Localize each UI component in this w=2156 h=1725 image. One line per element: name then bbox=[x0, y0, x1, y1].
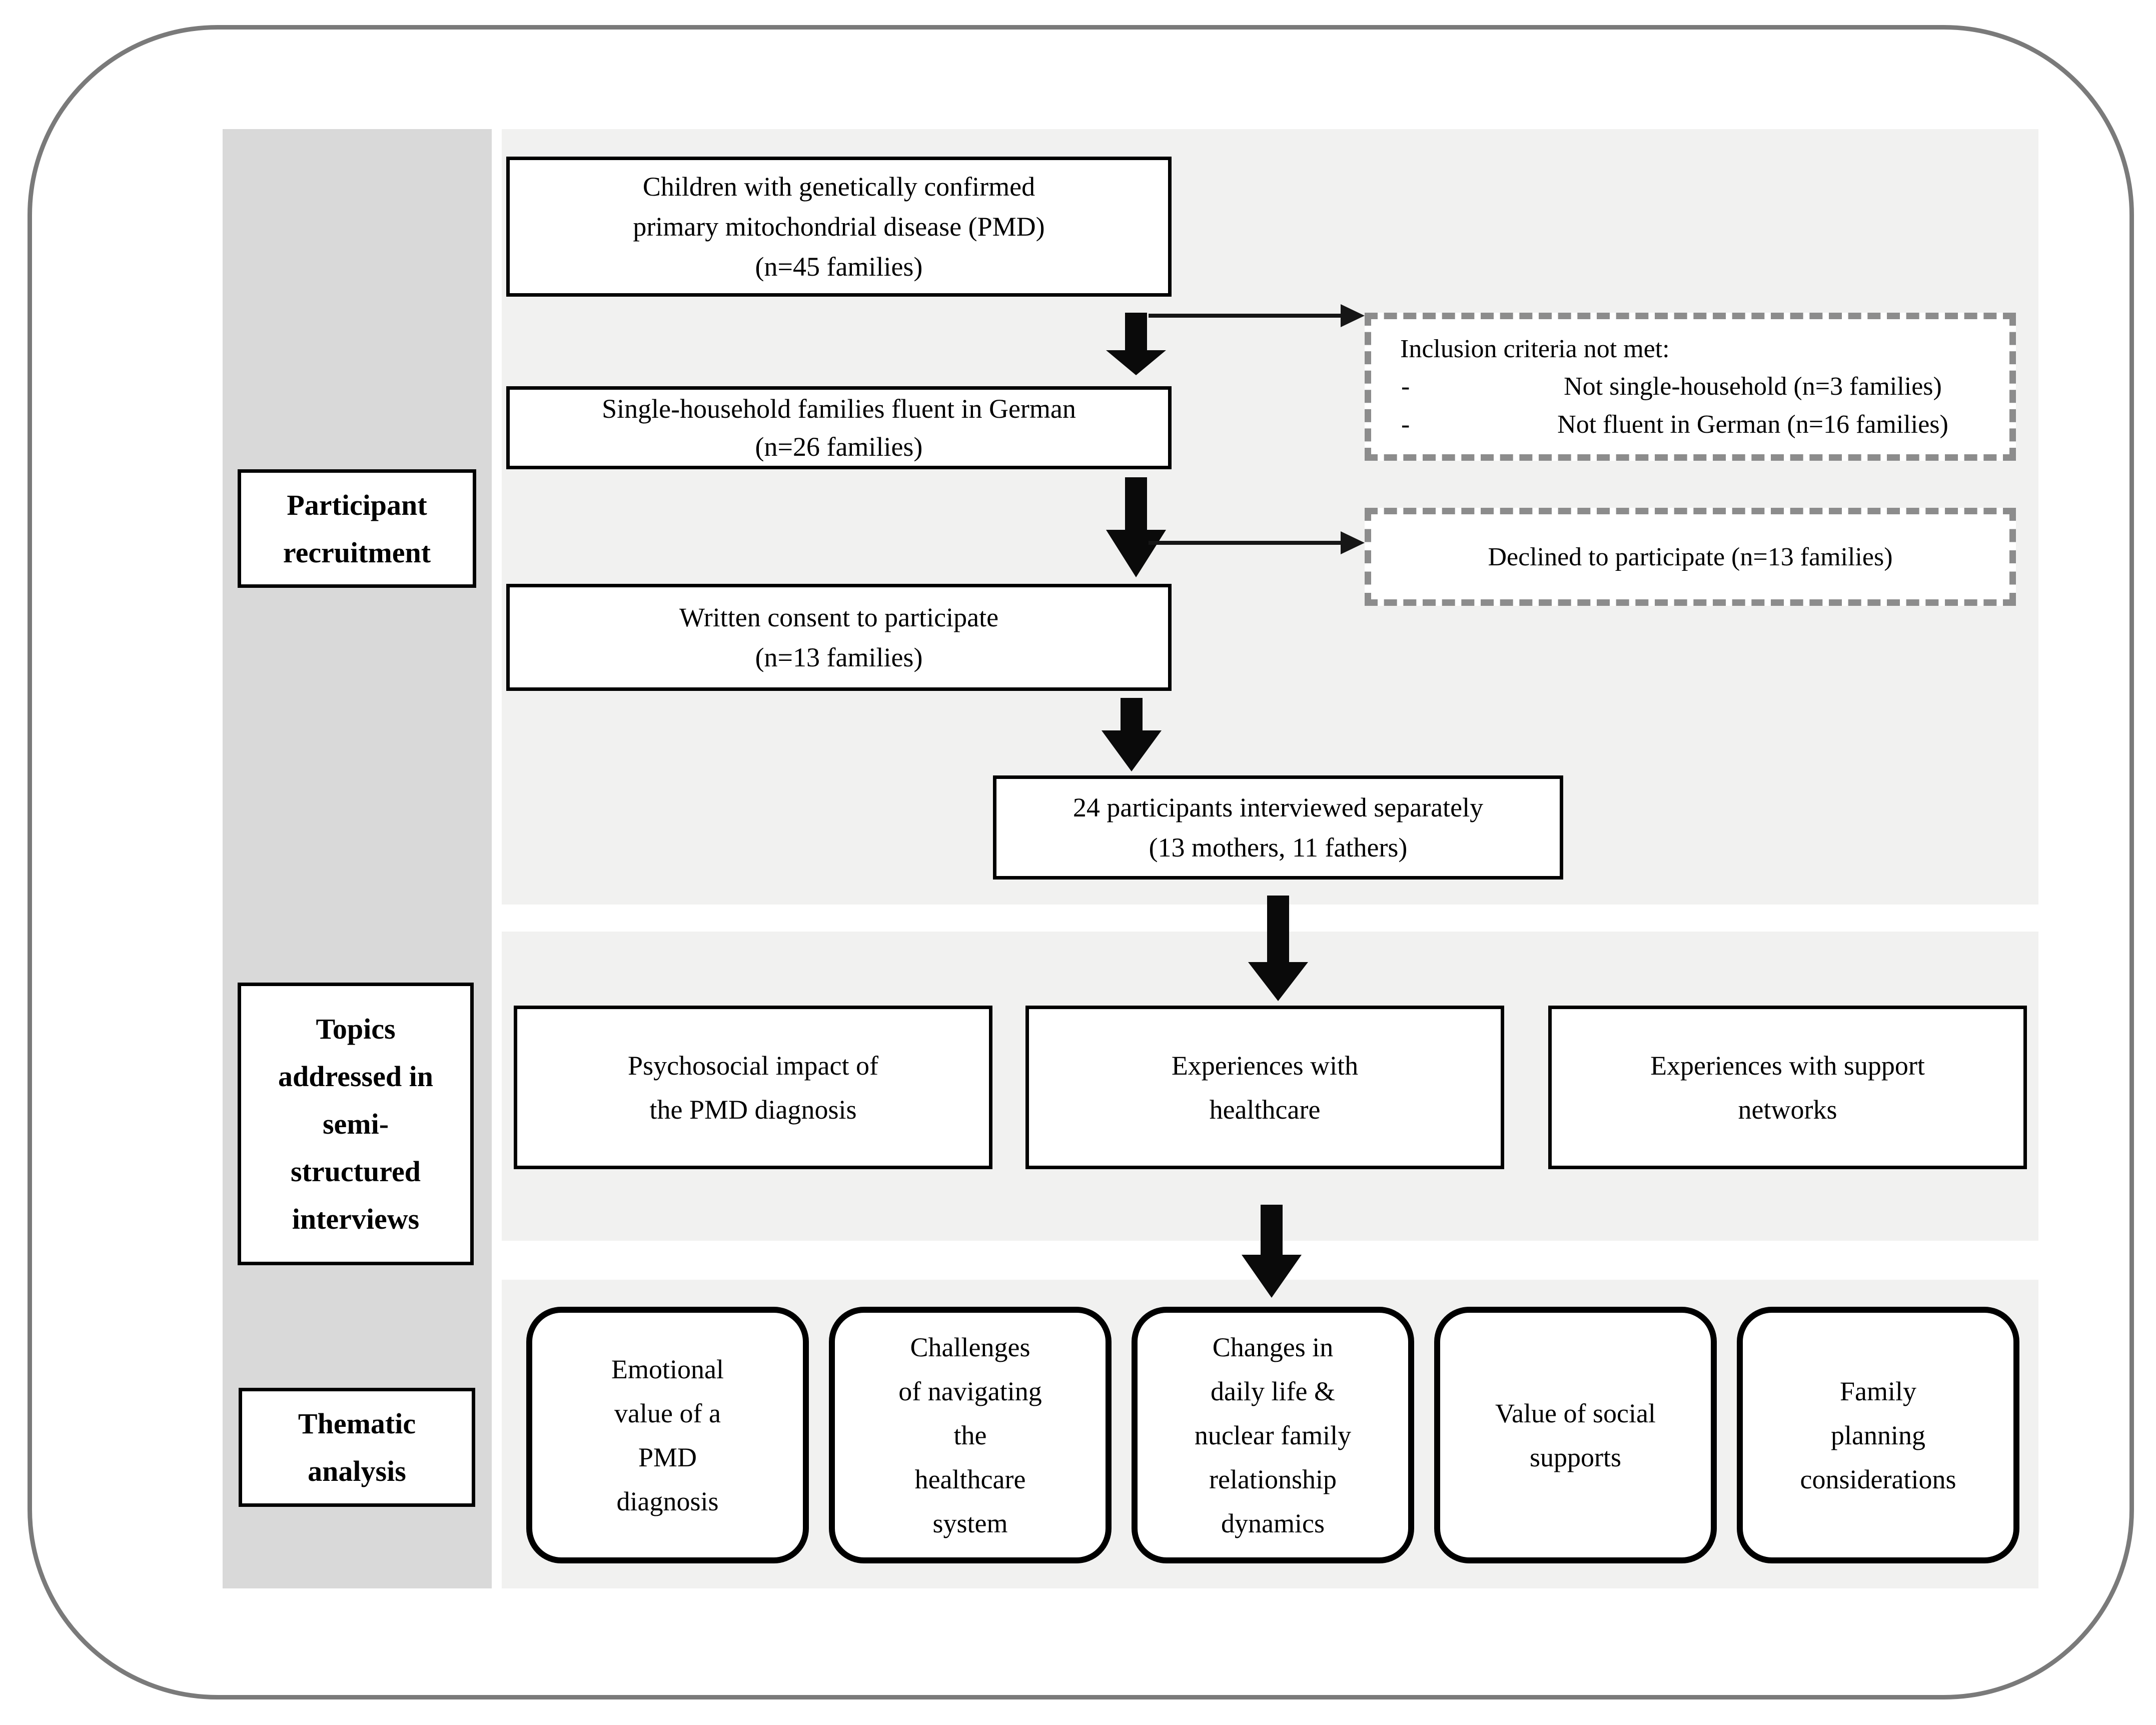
flow-box-written-consent: Written consent to participate (n=13 fam… bbox=[506, 584, 1172, 691]
flow-box-population: Children with genetically confirmed prim… bbox=[506, 157, 1172, 297]
arrow-head-icon bbox=[1242, 1255, 1302, 1298]
outer-rounded-frame bbox=[28, 25, 2134, 1699]
theme-box-text: Emotional value of a PMD diagnosis bbox=[611, 1354, 724, 1516]
exclusion-item-text: Not fluent in German (n=16 families) bbox=[1557, 410, 1948, 439]
theme-box-social-supports: Value of social supports bbox=[1434, 1307, 1717, 1563]
arrow-stem bbox=[1121, 698, 1143, 730]
arrow-stem bbox=[1261, 1205, 1283, 1255]
stage-sidebar-strip bbox=[223, 129, 492, 1588]
theme-box-navigating-healthcare: Challenges of navigating the healthcare … bbox=[829, 1307, 1112, 1563]
branch-arrow-head-icon bbox=[1341, 531, 1365, 554]
branch-arrow-line-to-criteria bbox=[1149, 314, 1341, 318]
topic-box-text: Experiences with healthcare bbox=[1171, 1050, 1359, 1125]
down-arrow-interviewed-to-topics bbox=[1248, 896, 1308, 1001]
exclusion-title: Inclusion criteria not met: bbox=[1400, 334, 1670, 363]
stage-label-topics-interviews: Topics addressed in semi- structured int… bbox=[238, 983, 474, 1265]
down-arrow-topics-to-themes bbox=[1242, 1205, 1302, 1298]
exclusion-item-text: Not single-household (n=3 families) bbox=[1564, 372, 1942, 401]
topic-box-text: Psychosocial impact of the PMD diagnosis bbox=[628, 1050, 878, 1125]
arrow-stem bbox=[1125, 313, 1147, 350]
arrow-head-icon bbox=[1248, 962, 1308, 1001]
exclusion-item-row: - Not single-household (n=3 families) bbox=[1386, 372, 1994, 402]
theme-box-text: Changes in daily life & nuclear family r… bbox=[1194, 1332, 1352, 1538]
theme-box-emotional-value: Emotional value of a PMD diagnosis bbox=[526, 1307, 809, 1563]
theme-box-text: Family planning considerations bbox=[1800, 1376, 1956, 1494]
exclusion-text: Declined to participate (n=13 families) bbox=[1488, 542, 1893, 571]
flow-box-eligible-families: Single-household families fluent in Germ… bbox=[506, 386, 1172, 469]
arrow-head-icon bbox=[1106, 530, 1166, 577]
flow-box-text: Children with genetically confirmed prim… bbox=[633, 172, 1045, 282]
theme-box-text: Value of social supports bbox=[1495, 1398, 1656, 1472]
flow-box-text: 24 participants interviewed separately (… bbox=[1072, 792, 1484, 862]
stage-label-text: Participant recruitment bbox=[283, 488, 431, 569]
arrow-stem bbox=[1125, 477, 1147, 530]
exclusion-item-row: - Not fluent in German (n=16 families) bbox=[1386, 410, 1994, 440]
exclusion-box-criteria-not-met: Inclusion criteria not met: - Not single… bbox=[1365, 313, 2016, 461]
flow-box-text: Single-household families fluent in Germ… bbox=[602, 394, 1076, 462]
topic-box-psychosocial-impact: Psychosocial impact of the PMD diagnosis bbox=[514, 1006, 992, 1169]
stage-label-participant-recruitment: Participant recruitment bbox=[238, 469, 476, 588]
flow-box-participants-interviewed: 24 participants interviewed separately (… bbox=[993, 775, 1563, 880]
theme-box-family-planning: Family planning considerations bbox=[1737, 1307, 2019, 1563]
flow-box-text: Written consent to participate (n=13 fam… bbox=[679, 602, 999, 672]
down-arrow-consent-to-interviewed bbox=[1102, 698, 1162, 771]
theme-box-daily-life-changes: Changes in daily life & nuclear family r… bbox=[1132, 1307, 1414, 1563]
down-arrow-eligible-to-consent bbox=[1106, 477, 1166, 577]
arrow-head-icon bbox=[1106, 350, 1166, 375]
bullet-dash: - bbox=[1401, 410, 1410, 439]
stage-label-text: Thematic analysis bbox=[298, 1407, 416, 1487]
arrow-stem bbox=[1267, 896, 1289, 962]
theme-box-text: Challenges of navigating the healthcare … bbox=[898, 1332, 1042, 1538]
stage-label-text: Topics addressed in semi- structured int… bbox=[278, 1013, 433, 1235]
branch-arrow-head-icon bbox=[1341, 304, 1365, 327]
down-arrow-population-to-eligible bbox=[1106, 313, 1166, 375]
branch-arrow-line-to-declined bbox=[1149, 541, 1341, 545]
exclusion-box-declined: Declined to participate (n=13 families) bbox=[1365, 508, 2016, 606]
bullet-dash: - bbox=[1401, 372, 1410, 401]
topic-box-experiences-healthcare: Experiences with healthcare bbox=[1025, 1006, 1504, 1169]
arrow-head-icon bbox=[1102, 730, 1162, 771]
stage-label-thematic-analysis: Thematic analysis bbox=[239, 1388, 475, 1507]
topic-box-support-networks: Experiences with support networks bbox=[1548, 1006, 2027, 1169]
topic-box-text: Experiences with support networks bbox=[1650, 1050, 1925, 1125]
